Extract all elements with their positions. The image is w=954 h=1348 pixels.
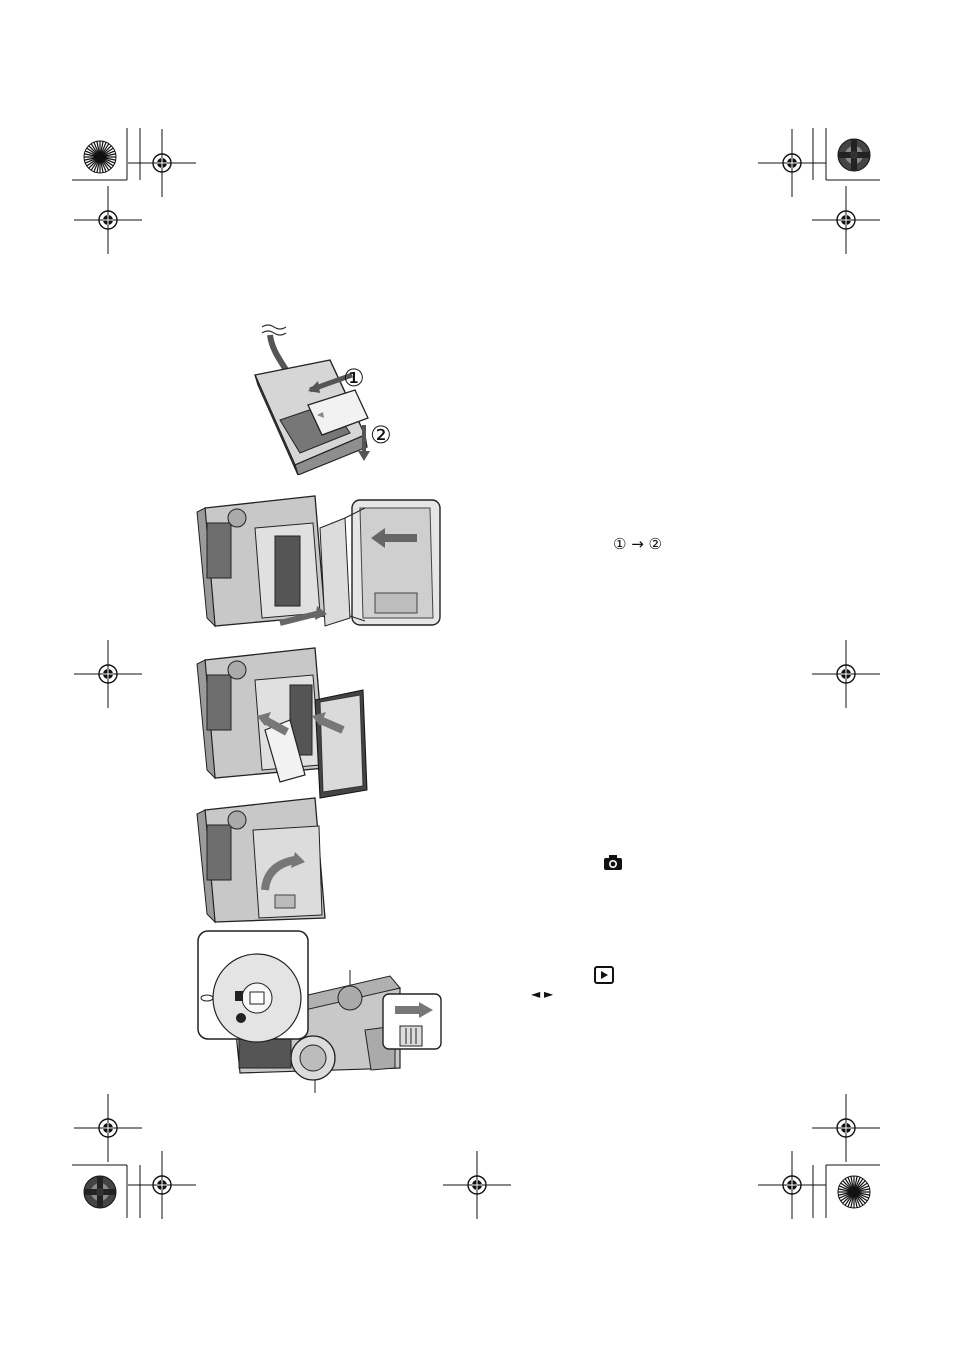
play-icon [594, 966, 614, 984]
sunburst-icon [84, 1176, 116, 1208]
charger-step-1-label: ① [343, 364, 365, 392]
step-sequence-text: ① → ② [613, 535, 662, 553]
left-right-arrow-keys: ◄ ► [531, 987, 553, 1001]
close-door-illustration [195, 790, 330, 925]
charger-step-2-label: ② [370, 421, 392, 449]
battery-door-open-illustration [195, 488, 445, 633]
sunburst-icon [838, 1176, 870, 1208]
battery-charger-illustration [240, 315, 440, 475]
sunburst-icon [838, 139, 870, 171]
sunburst-icon [84, 141, 116, 173]
camera-icon [603, 855, 623, 871]
insert-card-illustration [195, 640, 380, 800]
mode-dial-illustration [195, 928, 450, 1093]
